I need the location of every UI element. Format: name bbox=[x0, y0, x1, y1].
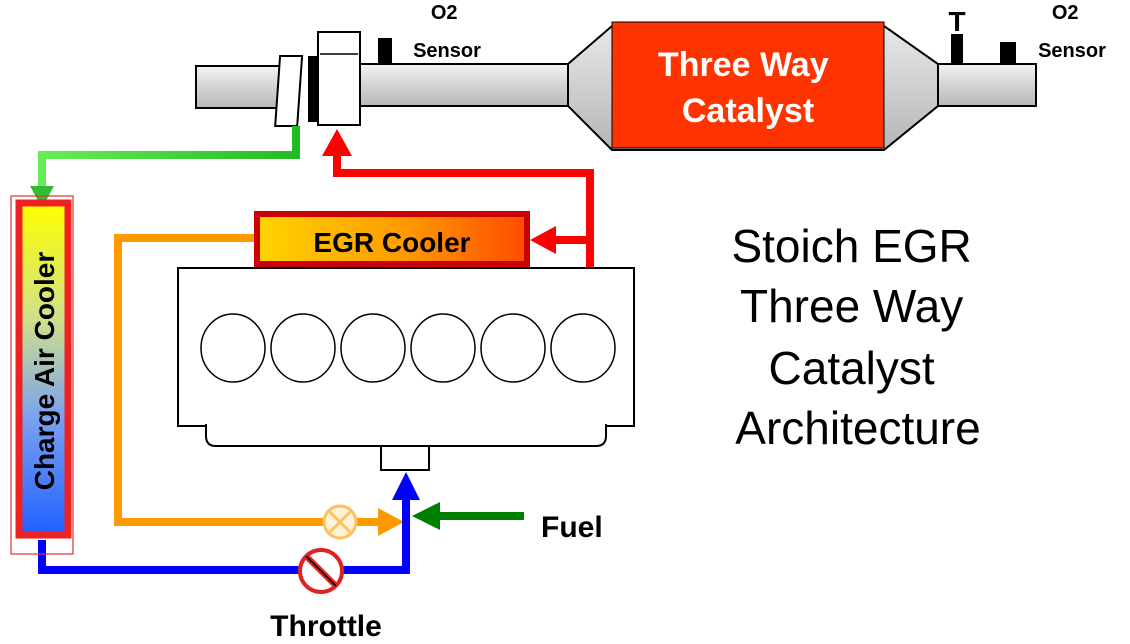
charge-air-arrow bbox=[30, 186, 54, 208]
egr-cooled-line bbox=[114, 234, 382, 526]
charge-air-cooler bbox=[15, 199, 72, 539]
turbo-shaft bbox=[308, 56, 317, 122]
inlet-pipe bbox=[195, 65, 293, 109]
flow-lines bbox=[30, 126, 594, 574]
diagram-title: Stoich EGR Three Way Catalyst Architectu… bbox=[731, 220, 984, 454]
three-way-catalyst bbox=[611, 21, 885, 149]
o2-sensor-left-label: O2 Sensor bbox=[413, 2, 481, 62]
egr-mix-arrow bbox=[378, 508, 404, 536]
cylinder-5 bbox=[480, 313, 546, 383]
intake-arrow bbox=[392, 472, 420, 500]
turbine-housing bbox=[317, 31, 361, 126]
exhaust-pipe-out bbox=[937, 63, 1037, 107]
egr-valve-icon bbox=[322, 504, 358, 540]
oil-pan bbox=[205, 424, 607, 447]
charge-air-cooler-label: Charge Air Cooler bbox=[29, 252, 60, 491]
temp-sensor-label: T bbox=[948, 6, 965, 37]
cylinder-1 bbox=[200, 313, 266, 383]
egr-hot-line bbox=[333, 152, 594, 268]
throttle-valve-icon bbox=[298, 548, 344, 594]
egr-cooler-inlet-arrow bbox=[530, 226, 556, 254]
exhaust-pipe-mid bbox=[359, 63, 569, 107]
charge-air-line bbox=[38, 126, 300, 190]
cylinder-4 bbox=[410, 313, 476, 383]
three-way-catalyst-label: Three Way Catalyst bbox=[658, 46, 838, 130]
exhaust-system bbox=[195, 21, 1037, 151]
cylinder-6 bbox=[550, 313, 616, 383]
o2-sensor-left-probe bbox=[378, 38, 392, 64]
o2-sensor-right-probe bbox=[1000, 42, 1016, 64]
throttle-label: Throttle bbox=[270, 610, 382, 643]
compressor-wheel bbox=[274, 55, 304, 127]
intake-port bbox=[380, 445, 430, 471]
cylinder-2 bbox=[270, 313, 336, 383]
fuel-arrow bbox=[412, 502, 440, 530]
o2-sensor-right-label: O2 Sensor bbox=[1038, 2, 1106, 62]
charge-air-cooler-frame bbox=[10, 195, 74, 555]
temp-sensor-probe bbox=[951, 34, 963, 64]
fuel-label: Fuel bbox=[541, 511, 603, 544]
labels: O2 Sensor T O2 Sensor Three Way Catalyst… bbox=[29, 2, 1106, 643]
turbine-inlet-arrow bbox=[322, 129, 352, 156]
engine bbox=[177, 267, 635, 471]
cylinder-3 bbox=[340, 313, 406, 383]
egr-cooler bbox=[254, 211, 530, 267]
egr-cooler-label: EGR Cooler bbox=[313, 227, 470, 258]
intake-line bbox=[38, 498, 410, 574]
cylinders bbox=[200, 313, 616, 383]
